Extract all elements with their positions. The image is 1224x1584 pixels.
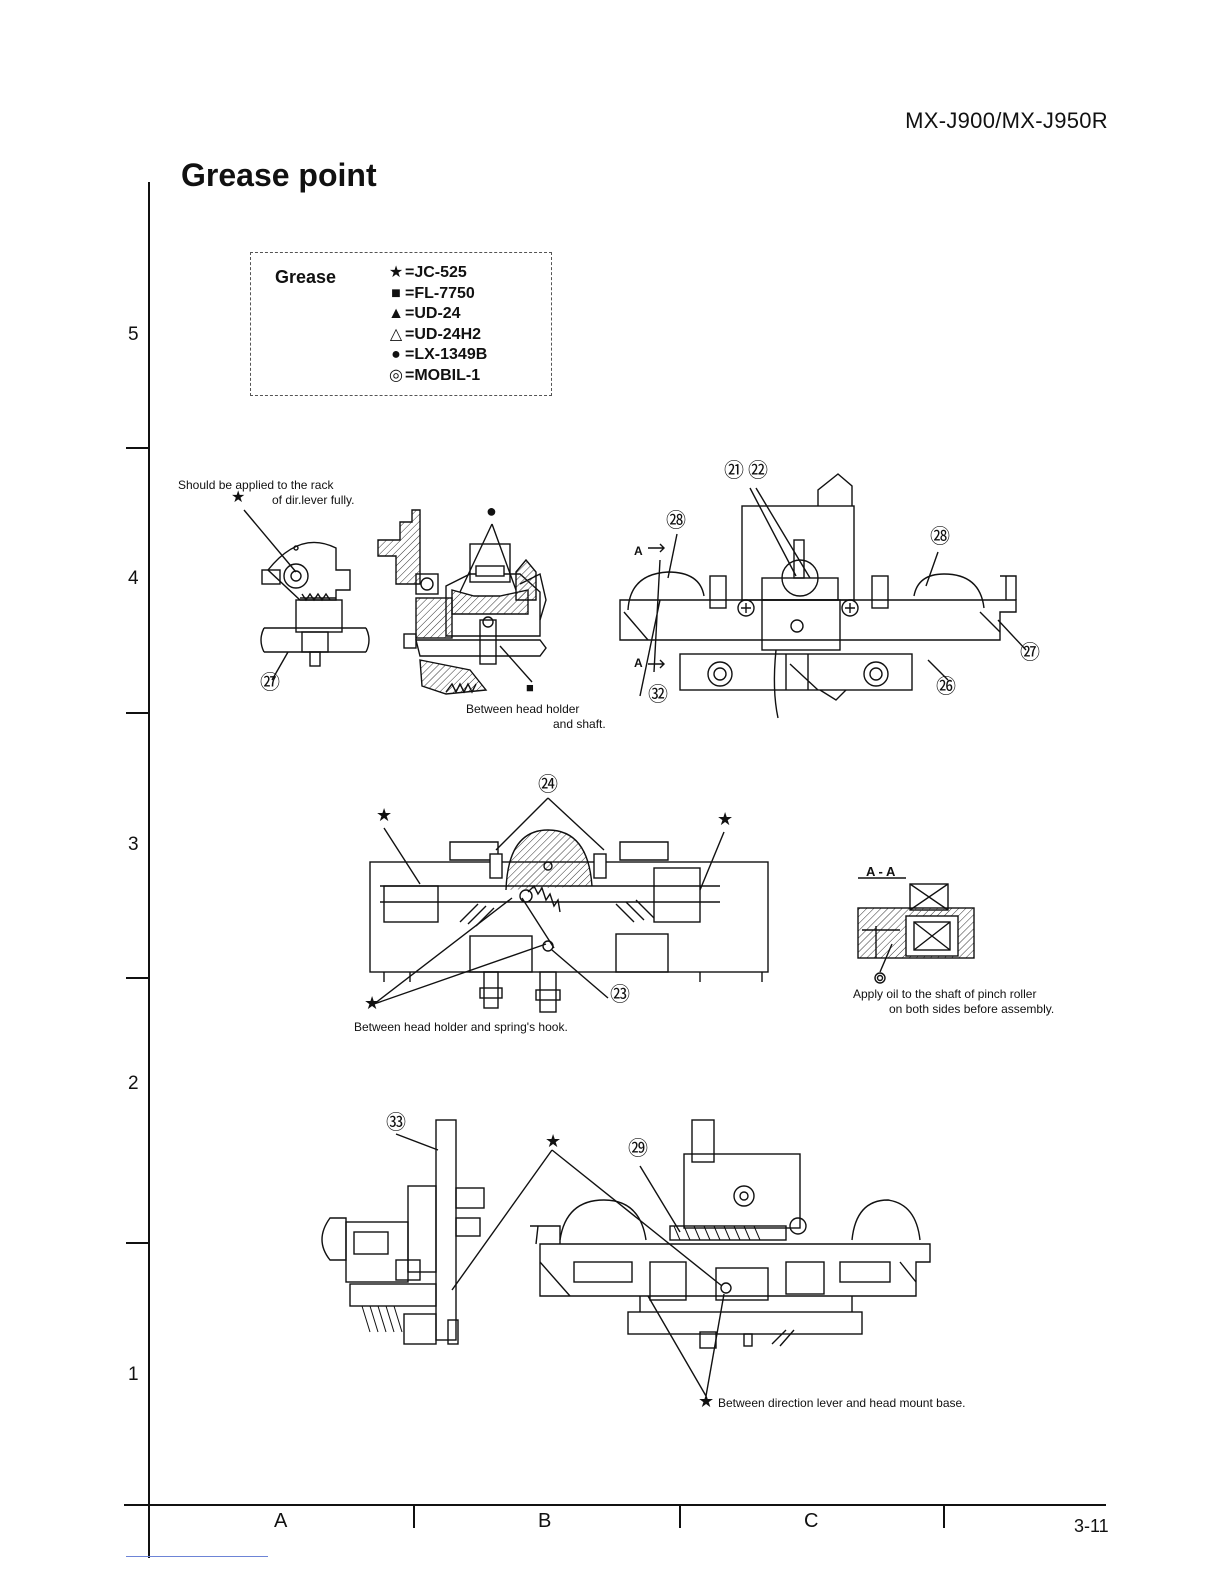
callout-28: ㉘ [930,526,950,548]
legend-item-text: =FL-7750 [405,284,475,302]
column-label: B [538,1510,552,1532]
side-view-diagram [321,1119,485,1345]
column-label: A [274,1510,288,1532]
square-icon: ■ [391,284,401,302]
triangle-icon: ▲ [388,305,404,322]
star-icon: ★ [376,805,393,825]
head-holder-diagram [377,509,547,695]
callout-32: ㉜ [648,684,668,706]
callout-33: ㉝ [386,1112,406,1134]
row-divider [126,712,150,714]
callout-28: ㉘ [666,510,686,532]
legend-item: ★=JC-525 [387,263,487,284]
column-divider [413,1504,415,1528]
double-circle-icon: ◎ [389,366,403,384]
mechanism-top-diagram [619,473,1027,719]
note-spring-hook: Between head holder and spring's hook. [354,1020,568,1034]
callout-27: ㉗ [260,672,280,694]
legend-item: ●=LX-1349B [387,345,487,366]
grease-legend: Grease ★=JC-525 ■=FL-7750 ▲=UD-24 △=UD-2… [250,252,552,396]
legend-item-text: =LX-1349B [405,346,488,363]
legend-item-text: =JC-525 [405,264,467,281]
page-title: Grease point [181,157,377,193]
footer-rule [126,1556,268,1557]
row-label: 1 [128,1364,139,1385]
callout-27: ㉗ [1020,642,1040,664]
section-aa-diagram [857,877,975,984]
rack-diagram [243,509,370,681]
bottom-mechanism-diagram [451,1119,931,1397]
section-arrow-label: A [634,656,643,670]
callout-24: ㉔ [538,774,558,796]
circle-icon: ● [391,346,401,363]
open-triangle-icon: △ [389,325,403,343]
callout-21: ㉑ [724,460,744,482]
left-border [148,182,150,1558]
row-label: 2 [128,1073,139,1094]
page-number: 3-11 [1074,1516,1109,1536]
square-icon: ■ [526,680,534,695]
row-label: 4 [128,568,139,589]
row-label: 5 [128,324,139,345]
column-divider [943,1504,945,1528]
note-pinch-roller: Apply oil to the shaft of pinch roller [853,987,1037,1001]
bottom-border [124,1504,1106,1506]
note-direction-lever: Between direction lever and head mount b… [718,1396,966,1410]
column-label: C [804,1510,819,1532]
legend-item: △=UD-24H2 [387,325,487,346]
row-divider [126,977,150,979]
legend-item-text: =UD-24 [405,305,461,322]
model-number: MX-J900/MX-J950R [905,108,1108,133]
column-divider [148,1504,150,1528]
star-icon: ★ [717,809,734,829]
callout-22: ㉒ [748,460,768,482]
head-mount-front-diagram [369,797,769,1013]
legend-list: ★=JC-525 ■=FL-7750 ▲=UD-24 △=UD-24H2 ●=L… [387,263,487,386]
star-icon: ★ [364,993,381,1013]
note-rack-cont: of dir.lever fully. [272,493,355,507]
row-divider [126,447,150,449]
legend-item-text: =UD-24H2 [405,325,482,343]
legend-item-text: =MOBIL-1 [405,366,481,384]
note-head-shaft-cont: and shaft. [553,717,606,731]
row-label: 3 [128,834,139,855]
note-head-shaft: Between head holder [466,702,580,716]
star-icon: ★ [698,1391,715,1411]
note-pinch-roller-cont: on both sides before assembly. [889,1002,1055,1016]
callout-26: ㉖ [936,676,956,698]
legend-item: ■=FL-7750 [387,284,487,305]
circle-icon: ● [486,501,497,521]
row-divider [126,1242,150,1244]
star-icon: ★ [231,489,246,506]
section-label: A - A [866,864,896,879]
star-icon: ★ [545,1131,562,1151]
legend-label: Grease [275,267,337,287]
note-rack: Should be applied to the rack [178,478,334,492]
section-arrow-label: A [634,544,643,558]
column-divider [679,1504,681,1528]
legend-item: ▲=UD-24 [387,304,487,325]
legend-item: ◎=MOBIL-1 [387,366,487,387]
callout-23: ㉓ [610,984,630,1006]
callout-29: ㉙ [628,1138,648,1160]
star-icon: ★ [388,264,404,281]
